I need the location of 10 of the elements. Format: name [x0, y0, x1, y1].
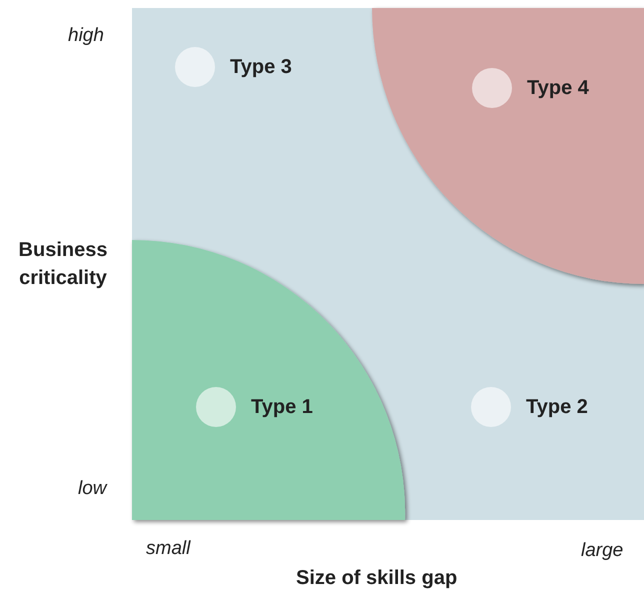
quadrant-label: Type 4: [527, 76, 589, 100]
axis-tick-label: low: [78, 478, 107, 500]
axis-tick-label: small: [146, 538, 190, 560]
axis-title: Business criticality: [18, 238, 108, 291]
quadrant-label: Type 3: [230, 56, 292, 78]
quadrant-label: Type 1: [251, 396, 313, 418]
axis-tick-label: large: [581, 540, 624, 562]
quadrant-label: Type 2: [526, 396, 588, 418]
axis-title: Size of skills gap: [296, 567, 458, 590]
axis-tick-label: high: [68, 25, 104, 47]
